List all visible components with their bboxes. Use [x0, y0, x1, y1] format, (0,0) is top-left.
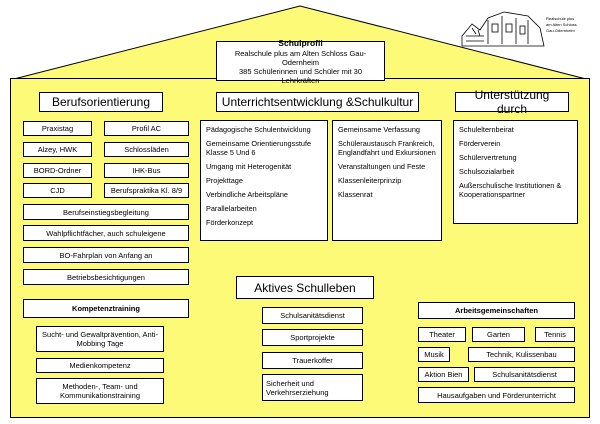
unterricht-item: Förderkonzept — [206, 218, 254, 227]
kompetenztraining-title: Kompetenztraining — [23, 299, 189, 318]
unterstuetzung-item: Schulsozialarbeit — [459, 167, 515, 176]
header-berufsorientierung: Berufsorientierung — [39, 92, 163, 112]
aktives-item: Sportprojekte — [262, 329, 363, 346]
kompetenz-item: Medienkompetenz — [36, 358, 164, 373]
header-aktives-schulleben: Aktives Schulleben — [236, 276, 374, 299]
ag-item: Musik — [418, 347, 450, 362]
unterricht-item: Gemeinsame Verfassung — [338, 125, 420, 134]
kompetenz-item: Methoden-, Team- und Kommunikationstrain… — [36, 378, 164, 404]
svg-text:am Alten Schloss: am Alten Schloss — [546, 22, 577, 27]
aktives-item: Sicherheit und Verkehrserziehung — [262, 374, 363, 401]
header-unterstuetzung: Unterstützung durch — [455, 88, 569, 116]
aktives-item: Trauerkoffer — [262, 352, 363, 369]
unterricht-item: Umgang mit Heterogenität — [206, 162, 292, 171]
bo-full-item: Berufseinstiegsbegleitung — [23, 204, 189, 220]
unterricht-item: Veranstaltungen und Feste — [338, 162, 426, 171]
unterricht-item: Verbindliche Arbeitspläne — [206, 190, 288, 199]
unterstuetzung-item: Förderverein — [459, 139, 501, 148]
unterricht-left-panel: Pädagogische Schulentwicklung Gemeinsame… — [200, 120, 328, 241]
schulprofil-line2: 385 Schülerinnen und Schüler mit 30 Lehr… — [239, 66, 362, 85]
kompetenz-item: Sucht- und Gewaltprävention, Anti-Mobbin… — [36, 326, 164, 352]
svg-text:Realschule plus: Realschule plus — [546, 16, 574, 21]
schulprofil-title: Schulprofil — [278, 37, 323, 48]
bo-item: Schlossläden — [104, 142, 189, 157]
bo-item: Berufspraktika Kl. 8/9 — [104, 183, 189, 198]
header-unterrichtsentwicklung: Unterrichtsentwicklung &Schulkultur — [216, 92, 419, 112]
unterricht-item: Schüleraustausch Frankreich, Englandfahr… — [338, 139, 436, 157]
schulprofil-box: Schulprofil Realschule plus am Alten Sch… — [216, 37, 385, 85]
unterricht-item: Projekttage — [206, 176, 243, 185]
unterstuetzung-item: Schulelternbeirat — [459, 125, 514, 134]
unterricht-item: Klassenleiterprinzip — [338, 176, 402, 185]
ag-item: Tennis — [535, 327, 575, 342]
unterstuetzung-item: Außerschulische Institutionen & Kooperat… — [459, 181, 562, 199]
bo-item: Praxistag — [23, 121, 92, 136]
arbeitsgemeinschaften-title: Arbeitsgemeinschaften — [418, 302, 575, 319]
bo-full-item: Wahlpflichtfächer, auch schuleigene — [23, 225, 189, 241]
ag-item: Aktion Bien — [418, 367, 469, 382]
unterricht-right-panel: Gemeinsame Verfassung Schüleraustausch F… — [332, 120, 442, 241]
bo-item: Profil AC — [104, 121, 189, 136]
schulprofil-line1: Realschule plus am Alten Schloss Gau-Ode… — [234, 48, 367, 67]
ag-item: Hausaufgaben und Förderunterricht — [418, 387, 575, 403]
bo-item: Alzey, HWK — [23, 142, 92, 157]
unterricht-item: Klassenrat — [338, 190, 373, 199]
ag-item: Technik, Kulissenbau — [468, 347, 575, 362]
ag-item: Schulsanitätsdienst — [474, 367, 575, 382]
unterricht-item: Pädagogische Schulentwicklung — [206, 125, 311, 134]
bo-item: IHK-Bus — [104, 163, 189, 178]
unterricht-item: Gemeinsame Orientierungsstufe Klasse 5 U… — [206, 139, 312, 157]
unterstuetzung-item: Schülervertretung — [459, 153, 517, 162]
bo-full-item: Betriebsbesichtigungen — [23, 269, 189, 285]
ag-item: Theater — [418, 327, 466, 342]
unterricht-item: Parallelarbeiten — [206, 204, 257, 213]
bo-item: CJD — [23, 183, 92, 198]
bo-full-item: BO-Fahrplan von Anfang an — [23, 247, 189, 263]
ag-item: Garten — [472, 327, 525, 342]
aktives-item: Schulsanitätsdienst — [262, 307, 363, 324]
bo-item: BORD-Ordner — [23, 163, 92, 178]
svg-text:Gau-Odernheim: Gau-Odernheim — [546, 28, 575, 33]
school-logo: Realschule plus am Alten Schloss Gau-Ode… — [461, 11, 577, 47]
unterstuetzung-panel: Schulelternbeirat Förderverein Schülerve… — [453, 120, 578, 224]
